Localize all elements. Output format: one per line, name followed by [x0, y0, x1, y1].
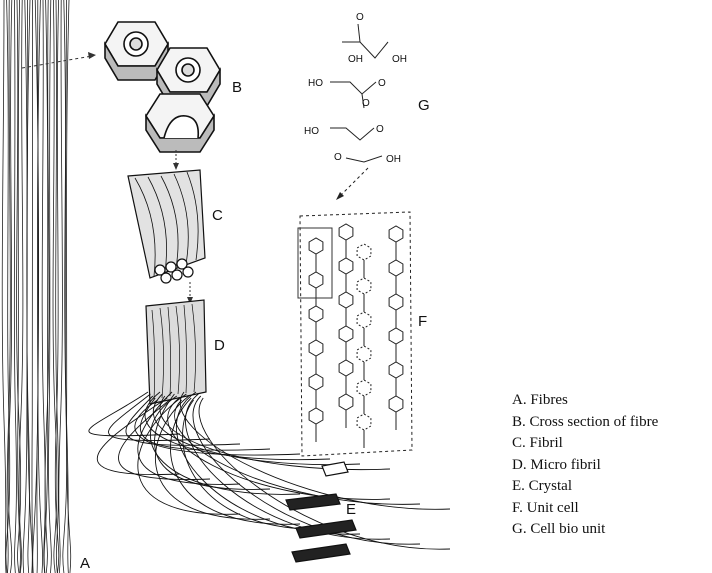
chem-oh3: OH — [386, 154, 401, 165]
chem-o4: O — [376, 124, 384, 135]
hexagon-ring — [357, 380, 371, 396]
arrow-f-to-g-head — [336, 192, 344, 200]
chem-o5: O — [334, 152, 342, 163]
hexagon-ring — [389, 294, 403, 310]
hexagon-ring — [357, 244, 371, 260]
fibre-line — [14, 0, 16, 573]
label-a: A — [80, 555, 90, 572]
cell-bio-unit-structure — [330, 24, 388, 196]
hexagon-ring — [357, 278, 371, 294]
hexagon-ring — [309, 238, 323, 254]
hexagon-ring — [339, 326, 353, 342]
arrow-a-to-b-head — [88, 52, 96, 59]
strand-line — [155, 396, 270, 519]
label-d: D — [214, 337, 225, 354]
chem-oh2: OH — [392, 54, 407, 65]
hexagon-ring — [357, 312, 371, 328]
arrow-b-to-c-head — [173, 163, 179, 170]
hexagon-ring — [339, 258, 353, 274]
hexagon-ring — [309, 306, 323, 322]
legend-list: A. Fibres B. Cross section of fibre C. F… — [512, 390, 658, 541]
fibre-cross-section-illustration — [105, 22, 220, 152]
hexagon-ring — [339, 292, 353, 308]
chem-ho2: HO — [304, 126, 319, 137]
label-c: C — [212, 207, 223, 224]
hexagon-ring — [309, 272, 323, 288]
legend-item: C. Fibril — [512, 433, 658, 455]
label-b: B — [232, 79, 242, 96]
label-g: G — [418, 97, 430, 114]
hexagon-ring — [309, 340, 323, 356]
label-e: E — [346, 501, 356, 518]
fibre-line — [2, 0, 6, 573]
hexagon-ring — [339, 224, 353, 240]
strand-line — [185, 394, 390, 539]
chem-o3: O — [362, 98, 370, 109]
hexagon-ring — [389, 396, 403, 412]
hexagon-ring — [309, 374, 323, 390]
chem-o2: O — [378, 78, 386, 89]
legend-item: E. Crystal — [512, 476, 658, 498]
chem-o1: O — [356, 12, 364, 23]
strand-line — [180, 392, 450, 509]
fibre-line — [32, 0, 33, 573]
strand-line — [193, 396, 420, 544]
chem-oh1: OH — [348, 54, 363, 65]
unit-cell-lattice — [300, 212, 412, 456]
hexagon-ring — [389, 328, 403, 344]
lattice-frame — [300, 212, 412, 456]
fibre-line — [19, 0, 23, 573]
hexagon-ring — [339, 360, 353, 376]
legend-item: G. Cell bio unit — [512, 519, 658, 541]
fibre-bundle-illustration — [2, 0, 70, 573]
hexagon-ring — [389, 260, 403, 276]
legend-item: D. Micro fibril — [512, 455, 658, 477]
hexagon-ring — [309, 408, 323, 424]
label-f: F — [418, 313, 427, 330]
hexagon-ring — [357, 414, 371, 430]
legend-item: A. Fibres — [512, 390, 658, 412]
hexagon-ring — [357, 346, 371, 362]
strand-line — [160, 396, 390, 470]
fibre-line — [67, 0, 71, 573]
fibre-line — [59, 0, 63, 573]
fibre-line — [44, 0, 48, 573]
hexagon-ring — [389, 226, 403, 242]
chem-ho1: HO — [308, 78, 323, 89]
legend-item: B. Cross section of fibre — [512, 412, 658, 434]
fibril-illustration — [128, 170, 205, 283]
hexagon-ring — [339, 394, 353, 410]
microfibril-illustration — [146, 300, 206, 404]
legend-item: F. Unit cell — [512, 498, 658, 520]
hexagon-ring — [389, 362, 403, 378]
